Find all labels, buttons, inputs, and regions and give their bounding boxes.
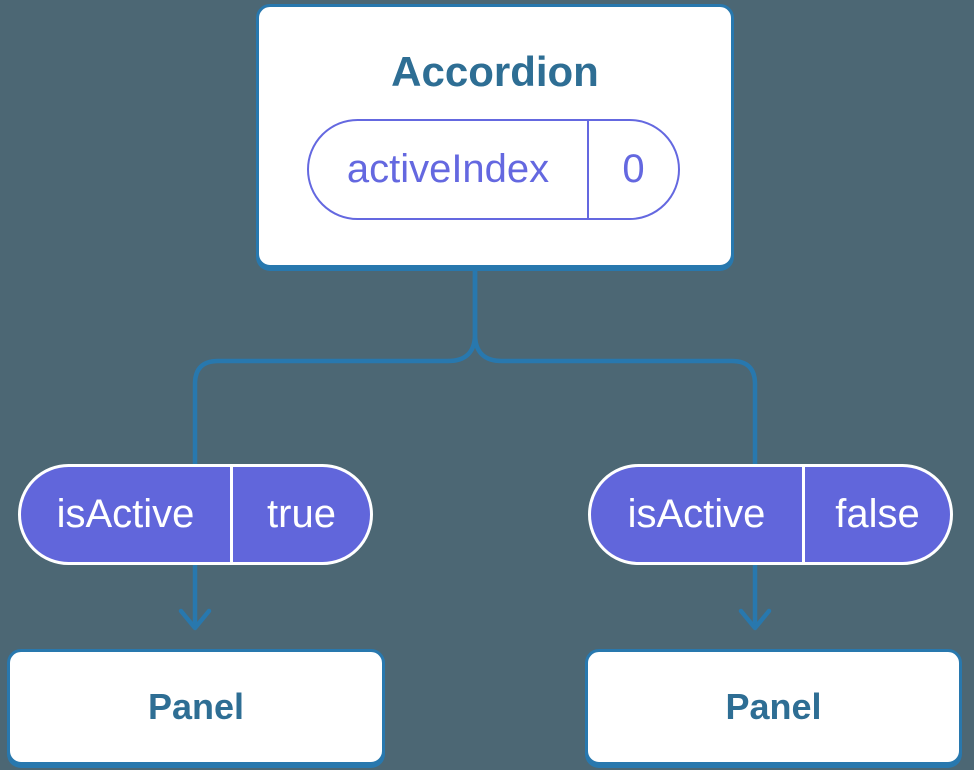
state-pill-value: 0 <box>622 147 645 191</box>
state-pill: activeIndex 0 <box>307 119 680 220</box>
state-pill-name: activeIndex <box>346 147 550 191</box>
panel-node: Panel <box>585 649 962 765</box>
prop-pill-divider <box>802 467 805 562</box>
state-pill-divider <box>587 121 589 218</box>
connector-right-branch <box>472 265 758 627</box>
connector-left-branch <box>192 265 478 627</box>
panel-node: Panel <box>7 649 385 765</box>
prop-pill-value: false <box>835 492 920 536</box>
prop-pill: isActive false <box>588 464 953 565</box>
prop-pill: isActive true <box>18 464 373 565</box>
accordion-node: Accordion activeIndex 0 <box>256 4 734 268</box>
prop-pill-name: isActive <box>56 492 195 536</box>
arrow-down-icon <box>738 608 772 631</box>
accordion-node-label: Accordion <box>391 48 599 95</box>
panel-node-label: Panel <box>147 686 245 727</box>
panel-node-label: Panel <box>725 686 822 727</box>
prop-pill-value: true <box>267 492 336 536</box>
prop-pill-name: isActive <box>627 492 766 536</box>
arrow-down-icon <box>178 608 212 631</box>
prop-pill-divider <box>230 467 233 562</box>
